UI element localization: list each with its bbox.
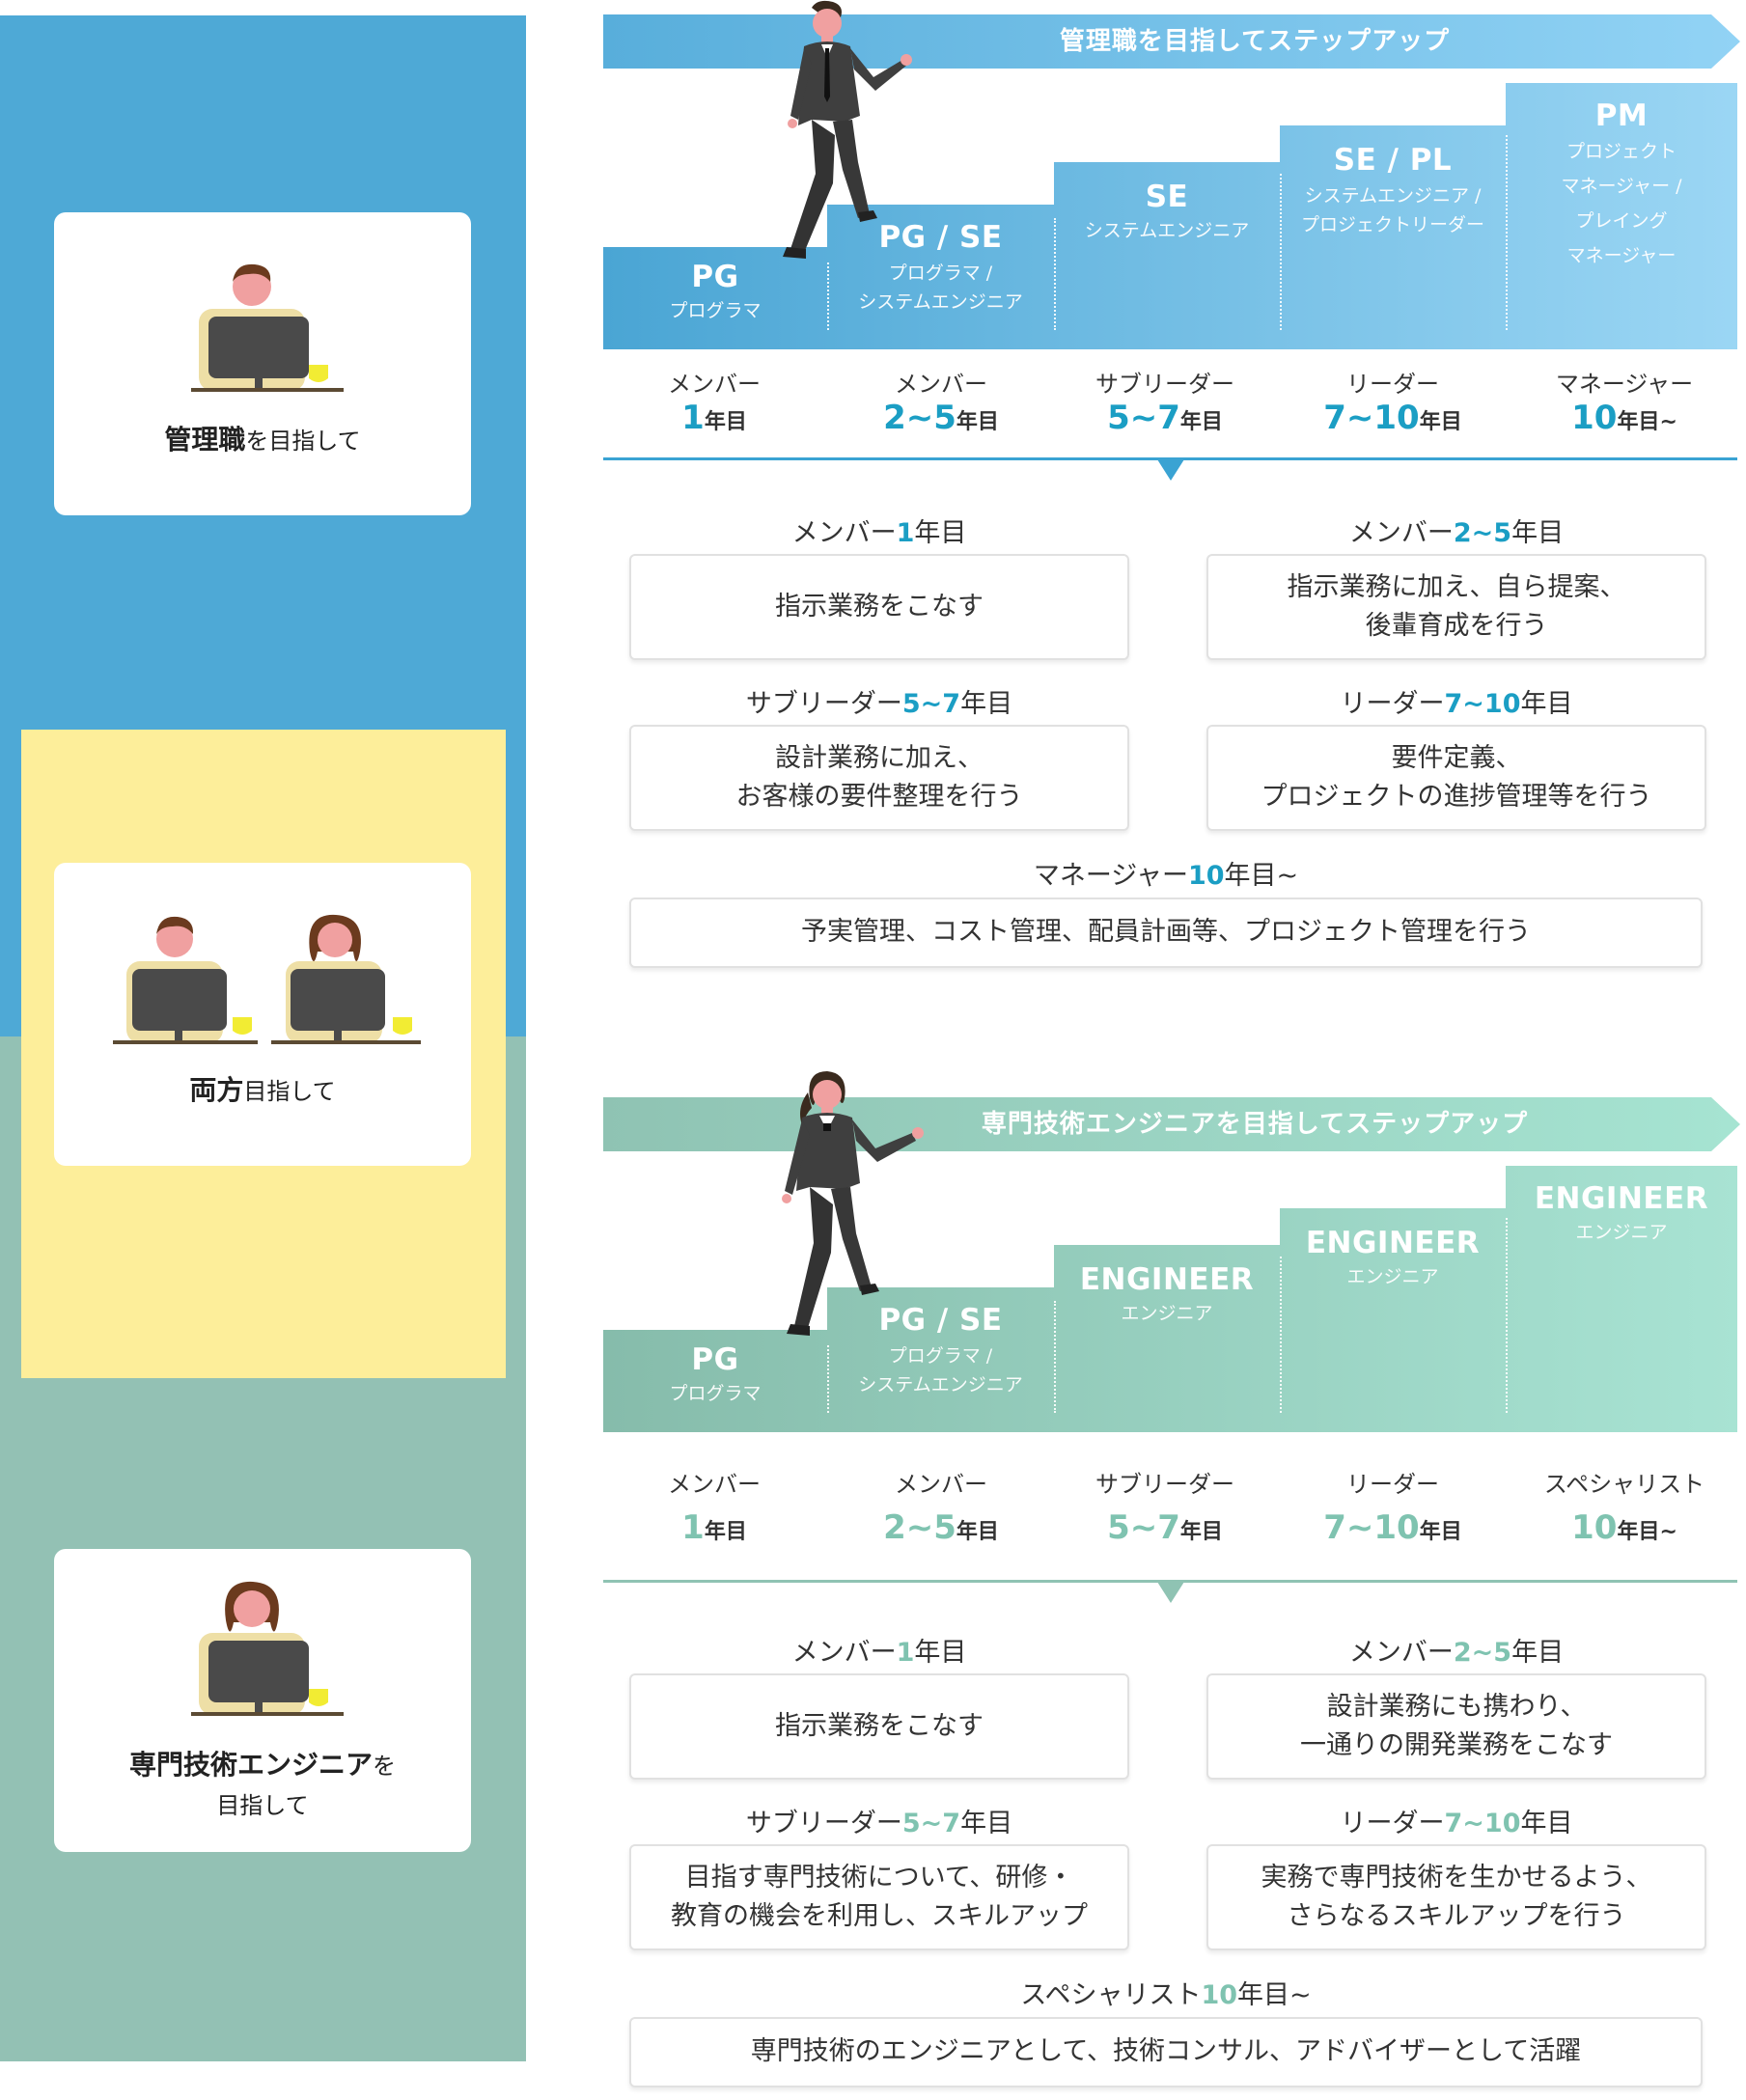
two-workers-illustration bbox=[113, 914, 421, 1044]
eng-step-pgse: PG / SE プログラマ / システムエンジニア bbox=[858, 1303, 1023, 1395]
management-banner-text: 管理職を目指してステップアップ bbox=[1059, 27, 1451, 56]
card-engineer-label: 専門技術エンジニアを目指して bbox=[128, 1749, 396, 1819]
mgmt-detail-box-3: 設計業務に加え、 お客様の要件整理を行う bbox=[629, 725, 1129, 831]
management-banner: 管理職を目指してステップアップ bbox=[603, 14, 1742, 69]
eng-step-pg: PG プログラマ bbox=[669, 1342, 762, 1405]
mgmt-step-pm: PM プロジェクト マネージャー / プレイング マネージャー bbox=[1561, 98, 1682, 267]
engineer-banner-text: 専門技術エンジニアを目指してステップアップ bbox=[981, 1110, 1529, 1139]
eng-step-engineer-2: ENGINEER エンジニア bbox=[1305, 1226, 1481, 1288]
eng-detail-box-3: 目指す専門技術について、研修・ 教育の機会を利用し、スキルアップ bbox=[629, 1844, 1129, 1950]
mgmt-detail-box-5: 予実管理、コスト管理、配員計画等、プロジェクト管理を行う bbox=[629, 898, 1703, 968]
mgmt-arrow-down bbox=[1157, 459, 1184, 481]
male-worker-illustration bbox=[191, 263, 344, 392]
mgmt-detail-box-4: 要件定義、 プロジェクトの進捗管理等を行う bbox=[1206, 725, 1706, 831]
eng-detail-label-5: スペシャリスト10年目~ bbox=[1020, 1980, 1312, 2010]
mgmt-detail-label-1: メンバー1年目 bbox=[791, 518, 967, 548]
businesswoman-illustration bbox=[782, 1071, 924, 1336]
mgmt-detail-label-5: マネージャー10年目~ bbox=[1033, 861, 1299, 891]
mgmt-step-se: SE システムエンジニア bbox=[1084, 180, 1250, 242]
card-management-label: 管理職を目指して bbox=[164, 424, 361, 456]
mgmt-step-pg: PG プログラマ bbox=[669, 260, 762, 322]
card-both: 両方目指して bbox=[54, 863, 471, 1166]
eng-detail-label-2: メンバー2~5年目 bbox=[1348, 1638, 1565, 1668]
mgmt-detail-box-2: 指示業務に加え、自ら提案、 後輩育成を行う bbox=[1206, 554, 1706, 660]
mgmt-step-sepl: SE / PL システムエンジニア / プロジェクトリーダー bbox=[1300, 143, 1484, 235]
card-engineer: 専門技術エンジニアを目指して bbox=[54, 1549, 471, 1852]
female-worker-illustration bbox=[191, 1581, 344, 1716]
eng-detail-box-4: 実務で専門技術を生かせるよう、 さらなるスキルアップを行う bbox=[1206, 1844, 1706, 1950]
eng-step-engineer-1: ENGINEER エンジニア bbox=[1079, 1262, 1255, 1325]
eng-separator bbox=[603, 1580, 1737, 1583]
card-management: 管理職を目指して bbox=[54, 212, 471, 515]
eng-detail-box-2: 設計業務にも携わり、 一通りの開発業務をこなす bbox=[1206, 1673, 1706, 1780]
eng-detail-box-5: 専門技術のエンジニアとして、技術コンサル、アドバイザーとして活躍 bbox=[629, 2017, 1703, 2087]
mgmt-step-pgse: PG / SE プログラマ / システムエンジニア bbox=[858, 220, 1023, 313]
eng-arrow-down bbox=[1157, 1582, 1184, 1603]
businessman-illustration bbox=[783, 0, 912, 259]
mgmt-separator bbox=[603, 457, 1737, 460]
eng-detail-label-1: メンバー1年目 bbox=[791, 1638, 967, 1668]
management-staircase bbox=[603, 83, 1737, 349]
eng-step-engineer-3: ENGINEER エンジニア bbox=[1534, 1181, 1709, 1244]
card-both-label: 両方目指して bbox=[189, 1074, 336, 1106]
engineer-banner: 専門技術エンジニアを目指してステップアップ bbox=[603, 1097, 1742, 1151]
eng-detail-box-1: 指示業務をこなす bbox=[629, 1673, 1129, 1780]
mgmt-detail-label-2: メンバー2~5年目 bbox=[1348, 518, 1565, 548]
engineer-staircase bbox=[603, 1166, 1737, 1432]
mgmt-detail-box-1: 指示業務をこなす bbox=[629, 554, 1129, 660]
mgmt-detail-label-4: リーダー7~10年目 bbox=[1340, 689, 1573, 719]
eng-detail-label-3: サブリーダー5~7年目 bbox=[745, 1809, 1013, 1838]
eng-detail-label-4: リーダー7~10年目 bbox=[1340, 1809, 1573, 1838]
mgmt-detail-label-3: サブリーダー5~7年目 bbox=[745, 689, 1013, 719]
